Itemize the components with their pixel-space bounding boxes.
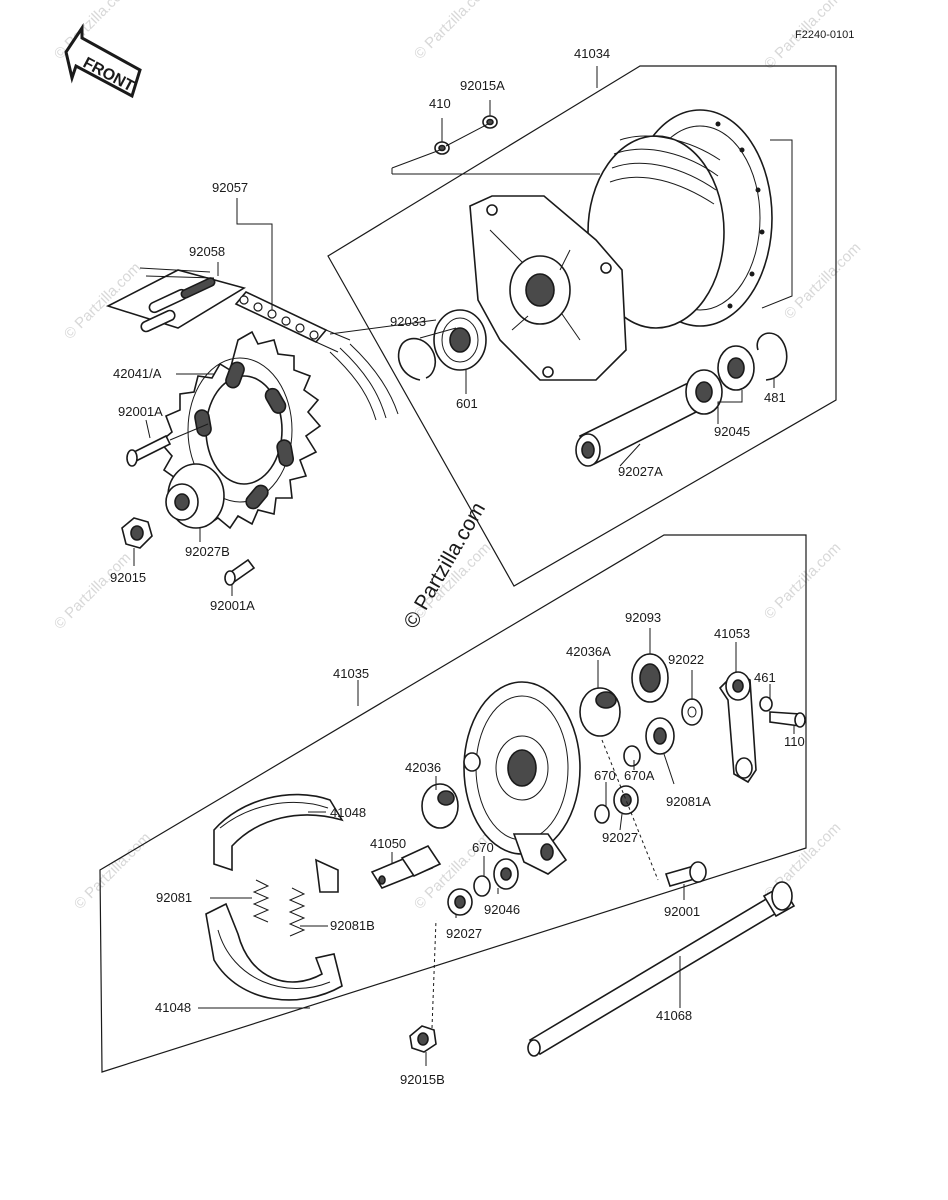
label-41068: 41068: [656, 1008, 692, 1023]
label-670-upper: 670: [594, 768, 616, 783]
washer-461: [759, 696, 773, 712]
bolt-110: [769, 711, 806, 728]
washer-92022: [681, 698, 703, 726]
label-92027B: 92027B: [185, 544, 230, 559]
label-42036A: 42036A: [566, 644, 611, 659]
bolt-92001: [664, 861, 707, 887]
brake-shoe-lower: [205, 902, 343, 1001]
camshaft-41050: [370, 844, 442, 889]
bolt-92001A-upper: [126, 434, 172, 467]
bearing-92045-a: [685, 369, 723, 415]
label-41053: 41053: [714, 626, 750, 641]
label-601: 601: [456, 396, 478, 411]
washer-92015A: [482, 115, 498, 129]
part-labels: 41034 410 92015A 92057 92058 42041/A 920…: [110, 46, 805, 1087]
hub-assembly-frame: [327, 65, 837, 587]
nut-410: [434, 141, 450, 155]
nut-92015: [121, 517, 153, 549]
spring-92081B: [288, 887, 306, 937]
label-92058: 92058: [189, 244, 225, 259]
seal-92093: [631, 653, 669, 703]
label-41034: 41034: [574, 46, 610, 61]
label-481: 481: [764, 390, 786, 405]
label-92033: 92033: [390, 314, 426, 329]
label-92045: 92045: [714, 424, 750, 439]
collar-92027-lower: [447, 888, 473, 916]
label-92022: 92022: [668, 652, 704, 667]
sleeve-92027A: [575, 382, 702, 467]
label-92081A: 92081A: [666, 794, 711, 809]
label-92015B: 92015B: [400, 1072, 445, 1087]
label-461: 461: [754, 670, 776, 685]
label-92027A: 92027A: [618, 464, 663, 479]
label-92046: 92046: [484, 902, 520, 917]
watermark-text: © Partzilla.com: [761, 539, 844, 622]
collar-42036A: [579, 687, 621, 737]
front-arrow-icon: FRONT: [64, 23, 142, 99]
label-110: 110: [784, 734, 805, 749]
label-670A: 670A: [624, 768, 655, 783]
spring-92081: [252, 879, 270, 923]
label-670-lower: 670: [472, 840, 494, 855]
oring-670A: [623, 745, 641, 767]
label-42041A: 42041/A: [113, 366, 162, 381]
circlip-481: [756, 332, 788, 381]
label-92027-lower: 92027: [446, 926, 482, 941]
label-92015A: 92015A: [460, 78, 505, 93]
diagram-code: F2240-0101: [795, 29, 854, 41]
label-92057: 92057: [212, 180, 248, 195]
label-410: 410: [429, 96, 451, 111]
collar-92027-upper: [613, 785, 639, 815]
watermark-text: © Partzilla.com: [51, 549, 134, 632]
nut-92015B: [409, 1025, 437, 1053]
bush-92046: [493, 858, 519, 890]
leader-lines: [133, 66, 795, 1066]
watermark-text: © Partzilla.com: [411, 0, 494, 63]
bearing-92045-b: [717, 345, 755, 391]
label-41035: 41035: [333, 666, 369, 681]
brake-panel: [463, 681, 581, 875]
watermark-text: © Partzilla.com: [71, 829, 154, 912]
label-92001: 92001: [664, 904, 700, 919]
oring-670-lower: [473, 875, 491, 897]
label-41048-upper: 41048: [330, 805, 366, 820]
label-92081: 92081: [156, 890, 192, 905]
axle-41068: [527, 881, 796, 1057]
label-92093: 92093: [625, 610, 661, 625]
spacer-92027B: [165, 463, 225, 529]
label-41048-lower: 41048: [155, 1000, 191, 1015]
hub-flange: [469, 195, 627, 381]
circlip-92033: [397, 337, 437, 381]
collar-42036: [421, 783, 459, 829]
brake-assembly-frame: [99, 534, 807, 1073]
bearing-601: [433, 309, 487, 371]
chain-connector: [105, 269, 247, 333]
label-92027-upper: 92027: [602, 830, 638, 845]
oring-670-upper: [594, 804, 610, 824]
bolt-92001A-lower: [224, 558, 256, 586]
label-41050: 41050: [370, 836, 406, 851]
brake-lever: [718, 671, 757, 784]
label-92001A-upper: 92001A: [118, 404, 163, 419]
label-92081B: 92081B: [330, 918, 375, 933]
brake-shoe-upper: [213, 793, 344, 893]
label-92001A-lower: 92001A: [210, 598, 255, 613]
chain: [234, 291, 399, 421]
watermark-text: © Partzilla.com: [781, 239, 864, 322]
label-92015: 92015: [110, 570, 146, 585]
label-42036: 42036: [405, 760, 441, 775]
spring-92081A: [645, 717, 675, 755]
